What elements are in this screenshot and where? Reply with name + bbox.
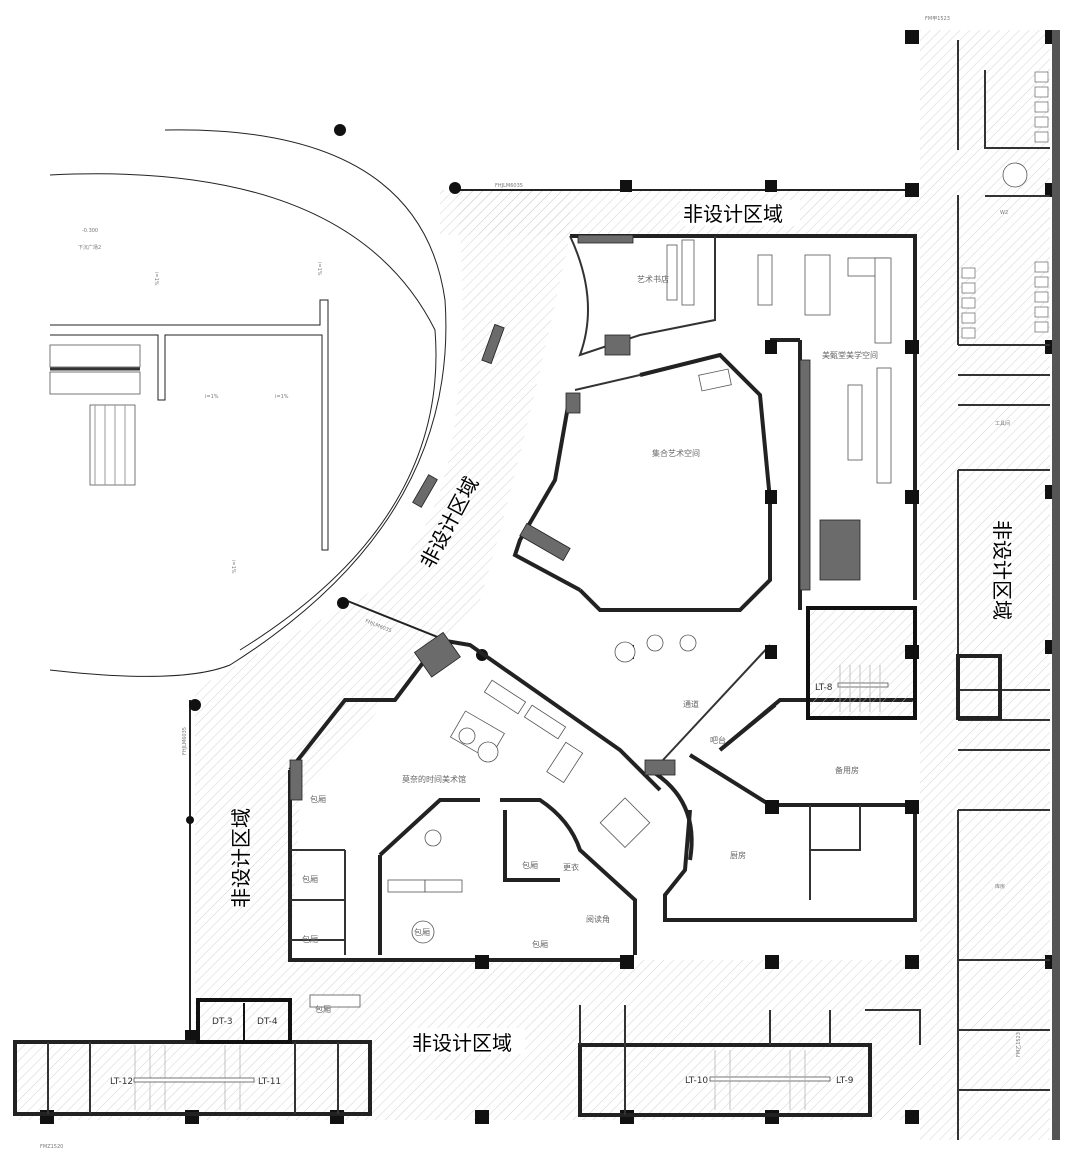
level-mark: -0.300 <box>82 228 98 234</box>
slope-label: i=1% <box>230 560 236 574</box>
slope-label: i=1% <box>153 272 159 286</box>
room-label: 工具间 <box>995 420 1010 427</box>
stair-label: LT-11 <box>258 1077 281 1087</box>
room-label-private-room: 包厢 <box>302 874 318 884</box>
cores: LT-12 LT-11 DT-3 DT-4 LT-10 LT-9 LT-8 FM… <box>13 665 921 1150</box>
stair-label: LT-12 <box>110 1077 133 1087</box>
room-label-private-room: 包厢 <box>302 934 318 944</box>
door-label: FM甲1523 <box>925 16 950 22</box>
shutter-label: FHJLM6035 <box>495 183 523 189</box>
room-label-spare-room: 备用房 <box>835 765 859 775</box>
room-label-private-room: 包厢 <box>522 860 538 870</box>
restroom-label: W2 <box>1000 210 1008 216</box>
non-design-zone-label: 非设计区域 <box>412 1031 512 1055</box>
service-rooms: W2 工具间 库房 FM乙1523 FM甲1523 <box>925 16 1050 1140</box>
shutter-label: FHJLM6035 <box>182 727 188 755</box>
room-label: 库房 <box>995 883 1005 890</box>
furniture <box>309 162 1028 1008</box>
room-label-aesthetics-space: 美甄堂美学空间 <box>822 350 878 360</box>
non-design-zone-label: 非设计区域 <box>990 520 1014 620</box>
stair-label: LT-9 <box>836 1076 854 1086</box>
slope-label: i=1% <box>275 394 289 400</box>
stair-label: LT-8 <box>815 683 833 693</box>
room-labels: 艺术书店 美甄堂美学空间 集合艺术空间 莫奈的时间美术馆 包厢 包厢 包厢 包厢… <box>302 274 878 1014</box>
columns <box>40 30 1060 1140</box>
door-label: FM乙1523 <box>1015 1032 1022 1057</box>
room-label-art-bookstore: 艺术书店 <box>637 274 669 284</box>
room-label-changing: 更衣 <box>563 862 579 872</box>
slope-label: i=1% <box>205 394 219 400</box>
door-label: FMZ1520 <box>40 1144 63 1150</box>
room-label-private-room: 包厢 <box>310 794 326 804</box>
escalator <box>49 344 141 486</box>
room-label-bar: 吧台 <box>710 735 726 745</box>
room-label-monet-museum: 莫奈的时间美术馆 <box>402 774 466 784</box>
room-label-kitchen: 厨房 <box>730 850 746 860</box>
hatched-zones <box>15 30 1050 1140</box>
elevator-label: DT-4 <box>257 1017 278 1027</box>
room-label-reading-corner: 阅读角 <box>586 914 610 924</box>
non-design-zone-label: 非设计区域 <box>683 202 783 226</box>
plaza-name: 下沉广场2 <box>78 244 101 251</box>
room-label-private-room: 包厢 <box>315 1004 331 1014</box>
room-label-passage: 通道 <box>683 699 699 709</box>
room-label-private-room: 包厢 <box>414 927 430 937</box>
elevator-label: DT-3 <box>212 1017 233 1027</box>
room-label-collective-art-space: 集合艺术空间 <box>652 448 700 458</box>
stair-label: LT-10 <box>685 1076 708 1086</box>
slope-label: i=1% <box>316 262 322 276</box>
sunken-plaza: -0.300 下沉广场2 i=1% i=1% i=1% i=1% i=1% <box>49 129 447 677</box>
non-design-zone-label: 非设计区域 <box>229 808 253 908</box>
room-label-private-room: 包厢 <box>532 939 548 949</box>
